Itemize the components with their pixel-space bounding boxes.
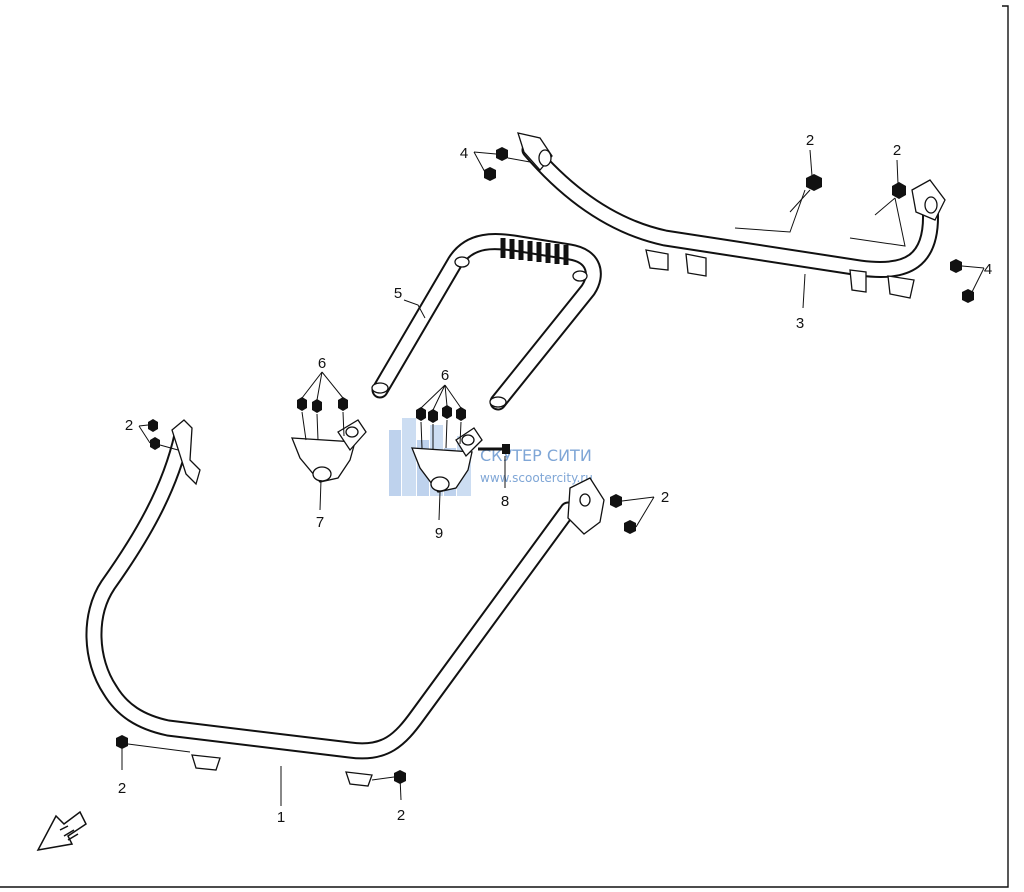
long-bolt-part-8 [478, 444, 510, 454]
bolt-6-left-a [297, 397, 307, 411]
callout-2-left: 2 [125, 417, 133, 434]
rear-rail-part-3 [517, 132, 946, 299]
handle-grip [500, 238, 569, 265]
bolt-6-left-c [338, 397, 348, 411]
leader-lines [121, 149, 985, 806]
lower-guard-part-1 [85, 419, 605, 787]
callout-3: 3 [796, 315, 804, 332]
callout-2-lower-left: 2 [118, 780, 126, 797]
bolt-2-left-a [148, 419, 158, 432]
bolt-2-rear-left [806, 174, 822, 191]
bolt-6-right-a [416, 407, 426, 421]
callout-2-right: 2 [661, 489, 669, 506]
watermark-url: www.scootercity.ru [480, 471, 593, 485]
callout-6-right: 6 [441, 367, 449, 384]
bolt-2-left-b [150, 437, 160, 450]
mount-bracket-part-7 [291, 419, 367, 483]
bolt-6-left-b [312, 399, 322, 413]
callout-5: 5 [394, 285, 402, 302]
bolt-4-upper-b [484, 167, 496, 181]
callout-numbers: 2 2 4 4 3 5 6 6 2 2 7 8 9 2 2 1 [118, 132, 992, 826]
bolt-2-right-a [610, 494, 622, 508]
bolt-4-right-b [962, 289, 974, 303]
bolt-6-right-b [428, 409, 438, 423]
callout-8: 8 [501, 493, 509, 510]
callout-4-right: 4 [984, 261, 992, 278]
front-direction-arrow-icon [36, 810, 87, 852]
callout-9: 9 [435, 525, 443, 542]
bolt-4-right-a [950, 259, 962, 273]
callout-7: 7 [316, 514, 324, 531]
bolt-6-right-d [456, 407, 466, 421]
callout-4-upper: 4 [460, 145, 468, 162]
bolt-6-right-c [442, 405, 452, 419]
page-frame [0, 5, 1009, 888]
callout-6-left: 6 [318, 355, 326, 372]
bolt-2-right-b [624, 520, 636, 534]
callout-2-lower-right: 2 [397, 807, 405, 824]
callout-1: 1 [277, 809, 285, 826]
bolt-4-upper-a [496, 147, 508, 161]
mount-bracket-part-9 [411, 427, 483, 493]
callout-2-rear-right: 2 [893, 142, 901, 159]
grab-handle-part-5 [371, 233, 602, 411]
bolt-2-rear-right [892, 182, 906, 199]
callout-2-rear-left: 2 [806, 132, 814, 149]
fasteners [116, 147, 974, 784]
